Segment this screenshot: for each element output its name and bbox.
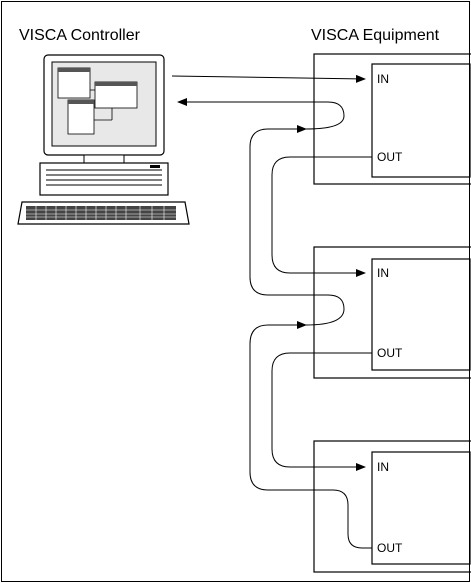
equipment-3-return-cable xyxy=(249,321,372,549)
equipment-unit-1 xyxy=(313,53,471,185)
equipment-unit-3 xyxy=(313,440,471,573)
out-port-label-1: OUT xyxy=(377,150,403,164)
return-loop-through-equipment-2 xyxy=(249,125,345,326)
out-port-label-2: OUT xyxy=(377,346,403,360)
equipment-port-panel-3 xyxy=(371,451,471,565)
out-port-label-3: OUT xyxy=(377,541,403,555)
equipment-unit-2 xyxy=(313,246,471,379)
equipment-housing-3 xyxy=(313,440,471,573)
controller-title: VISCA Controller xyxy=(19,27,140,44)
in-port-label-3: IN xyxy=(377,460,389,474)
equipment-2-out-to-equipment-3-in-cable xyxy=(271,352,372,471)
desktop-computer-icon xyxy=(17,54,190,225)
in-port-label-1: IN xyxy=(377,72,389,86)
in-port-label-2: IN xyxy=(377,266,389,280)
return-to-controller-cable xyxy=(177,98,345,130)
equipment-port-panel-2 xyxy=(371,258,471,371)
equipment-title: VISCA Equipment xyxy=(311,27,440,44)
equipment-housing-2 xyxy=(313,246,471,379)
controller-to-equipment-1-cable xyxy=(171,74,366,83)
equipment-port-panel-1 xyxy=(371,63,471,178)
equipment-housing-1 xyxy=(313,53,471,185)
equipment-1-out-to-equipment-2-in-cable xyxy=(271,156,372,277)
